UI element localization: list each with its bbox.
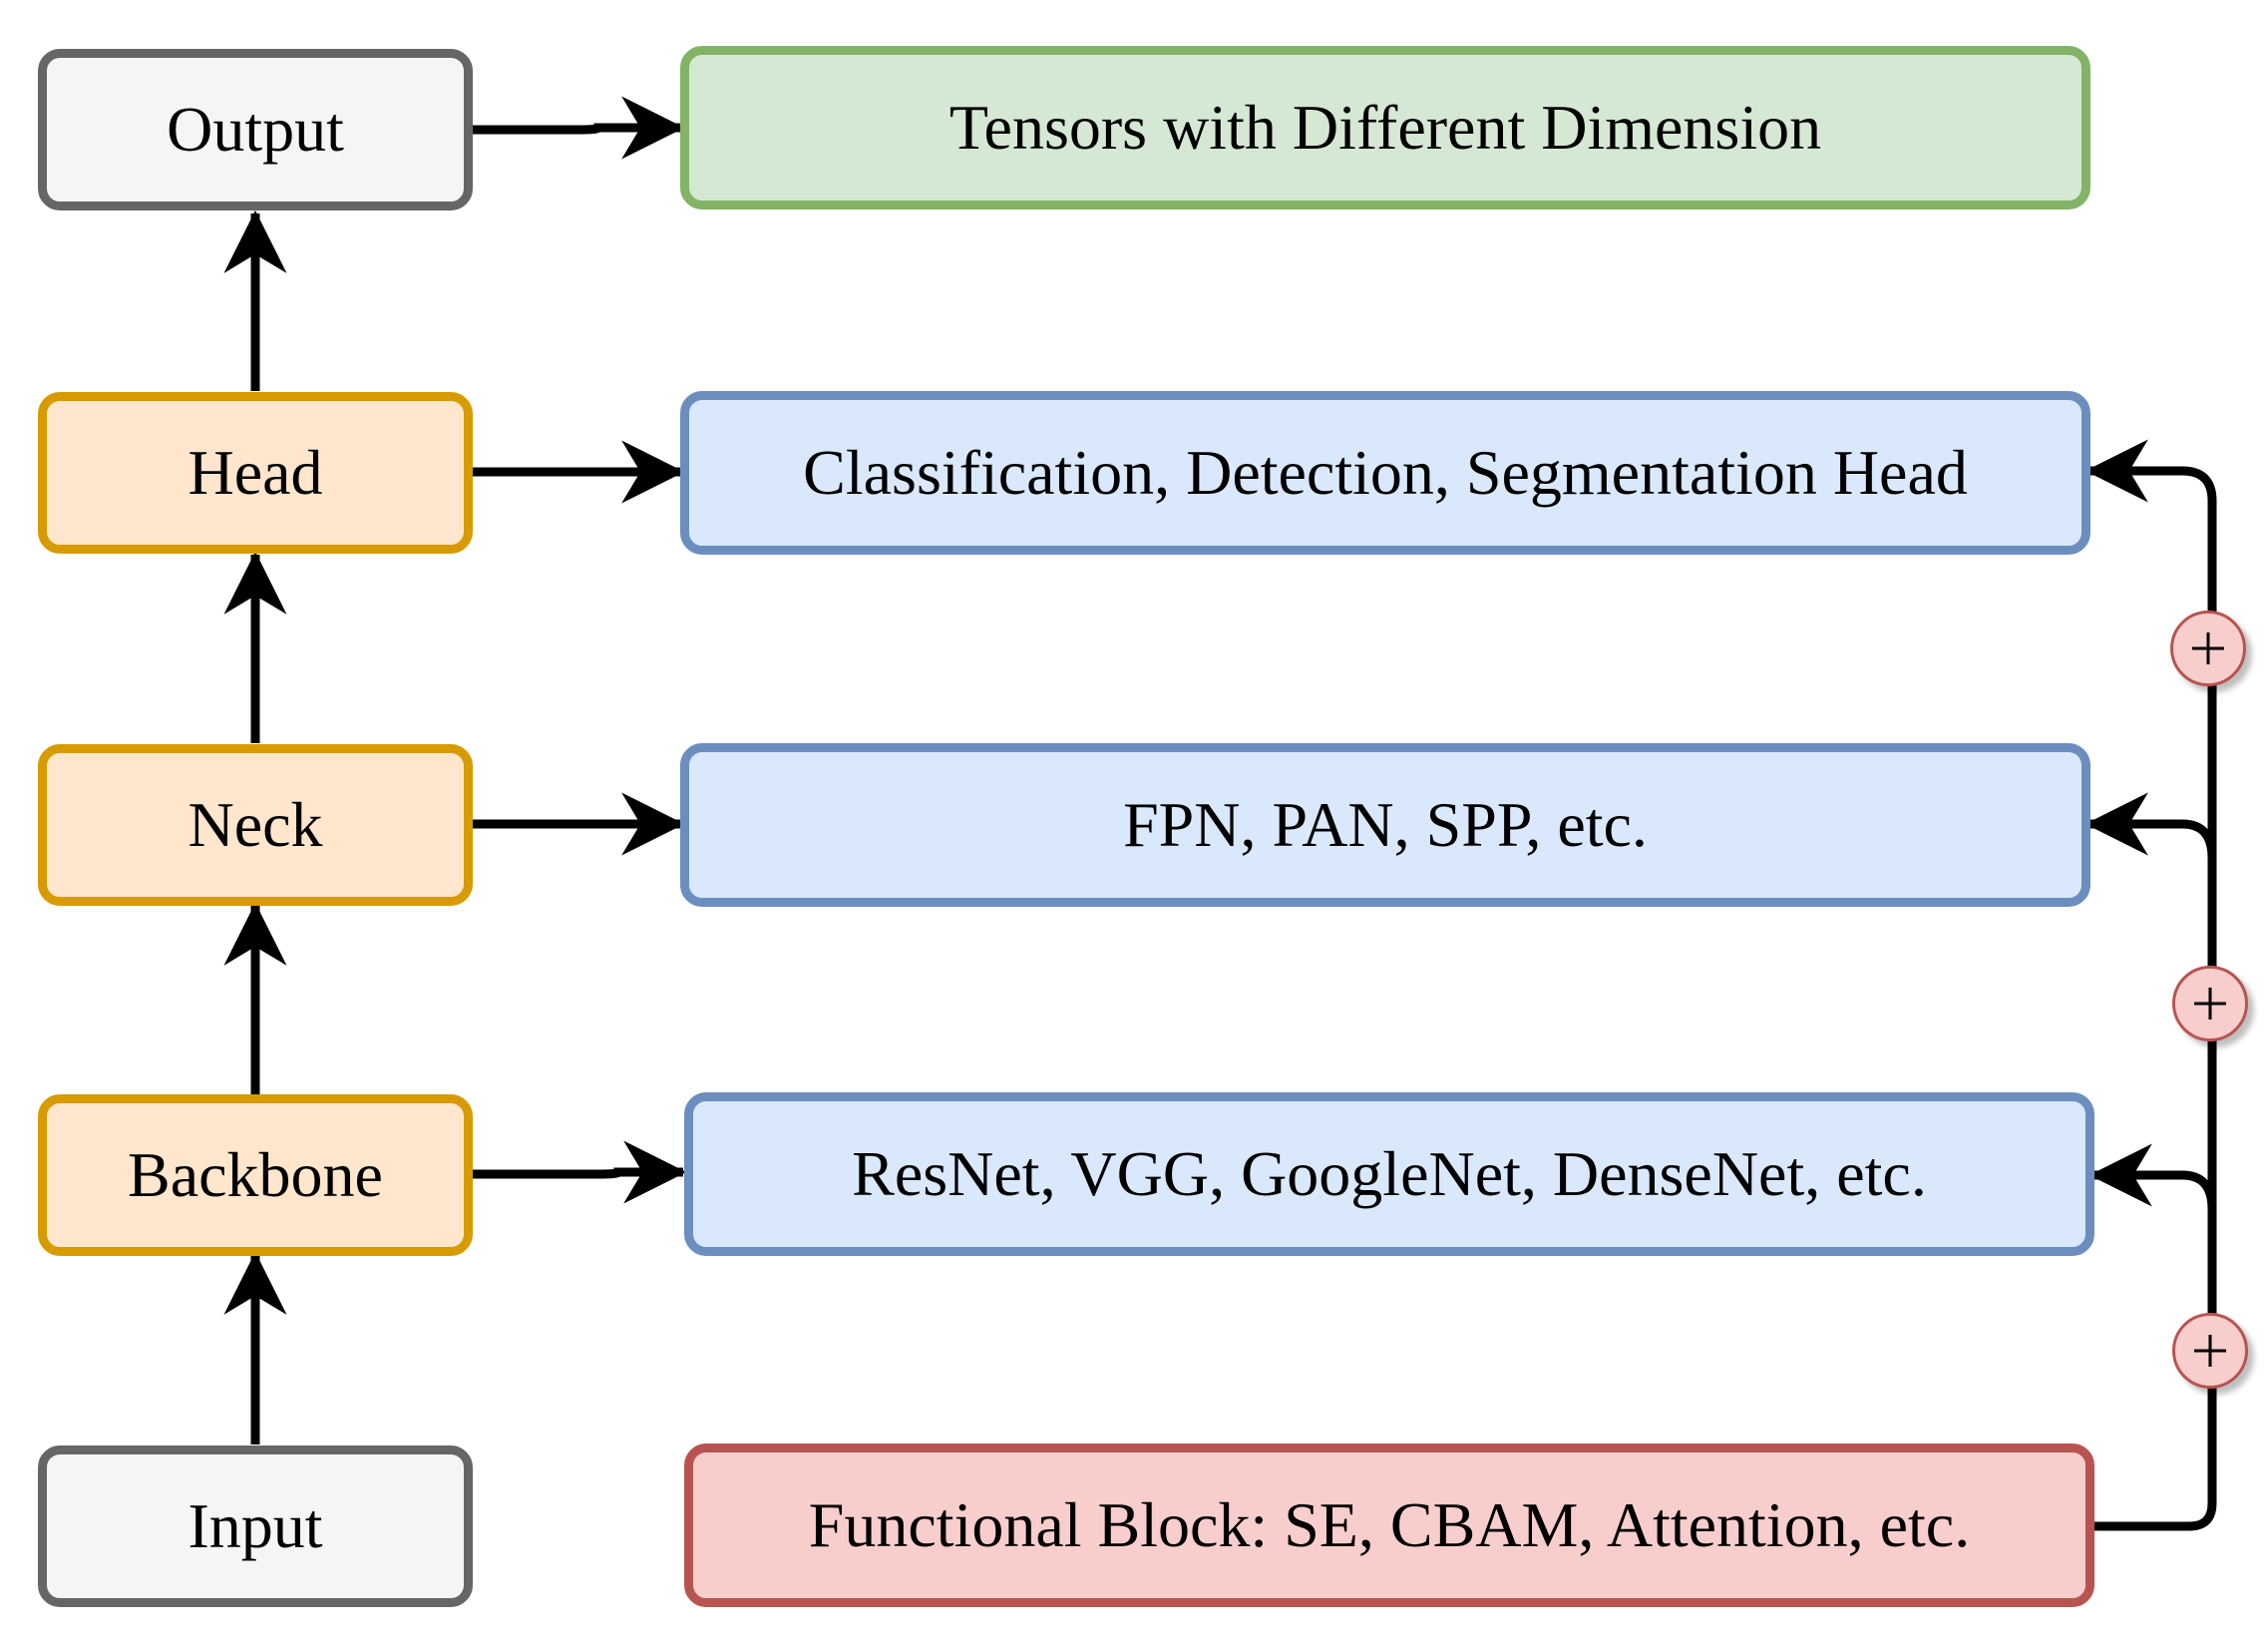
input-label: Input <box>188 1490 323 1561</box>
head-box: Head <box>38 392 473 554</box>
input-box: Input <box>38 1445 473 1607</box>
neck-box: Neck <box>38 744 473 906</box>
tensors-box: Tensors with Different Dimension <box>680 46 2090 209</box>
arrow-left-icon <box>2084 792 2217 859</box>
backbone-types-label: ResNet, VGG, GoogleNet, DenseNet, etc. <box>852 1138 1927 1209</box>
neck-types-box: FPN, PAN, SPP, etc. <box>680 743 2090 907</box>
plus-circle-icon <box>2170 611 2246 686</box>
arrow-right-icon <box>473 1140 687 1204</box>
neck-types-label: FPN, PAN, SPP, etc. <box>1123 789 1648 860</box>
arrow-left-icon <box>2088 1143 2217 1210</box>
output-box: Output <box>38 49 473 210</box>
output-label: Output <box>167 94 344 165</box>
functional-block-box: Functional Block: SE, CBAM, Attention, e… <box>684 1443 2094 1607</box>
head-types-label: Classification, Detection, Segmentation … <box>803 437 1968 508</box>
neck-label: Neck <box>188 789 323 860</box>
backbone-label: Backbone <box>128 1139 383 1210</box>
plus-circle-icon <box>2172 966 2248 1041</box>
tensors-label: Tensors with Different Dimension <box>948 92 1822 163</box>
functional-block-label: Functional Block: SE, CBAM, Attention, e… <box>808 1489 1971 1560</box>
backbone-types-box: ResNet, VGG, GoogleNet, DenseNet, etc. <box>684 1092 2094 1256</box>
head-label: Head <box>188 437 323 508</box>
arrow-right-icon <box>473 96 685 160</box>
plus-circle-icon <box>2172 1313 2248 1389</box>
head-types-box: Classification, Detection, Segmentation … <box>680 391 2090 555</box>
backbone-box: Backbone <box>38 1094 473 1256</box>
